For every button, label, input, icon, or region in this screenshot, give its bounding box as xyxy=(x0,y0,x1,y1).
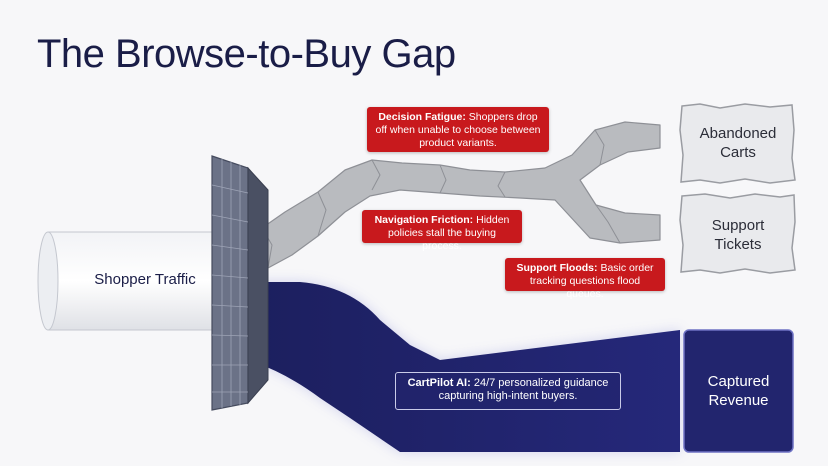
support-floods-text: Basic order tracking questions flood que… xyxy=(529,262,654,300)
support-line-2: Tickets xyxy=(714,236,762,253)
shopper-traffic-pipe xyxy=(37,231,241,331)
captured-line-2: Revenue xyxy=(708,392,769,409)
shopper-traffic-label: Shopper Traffic xyxy=(60,270,230,289)
navigation-friction-text: Hidden policies stall the buying process… xyxy=(388,214,510,252)
cartpilot-ai-title: CartPilot AI: xyxy=(407,377,471,389)
abandoned-line-1: Abandoned xyxy=(699,125,777,142)
abandoned-carts-box xyxy=(679,103,796,184)
navigation-friction-title: Navigation Friction: xyxy=(374,214,474,226)
page-title: The Browse-to-Buy Gap xyxy=(37,32,456,76)
leak-flows xyxy=(249,121,661,269)
decision-fatigue-text: Shoppers drop off when unable to choose … xyxy=(375,111,541,149)
captured-line-1: Captured xyxy=(707,373,770,390)
filter-wall xyxy=(211,155,269,411)
abandoned-line-2: Carts xyxy=(720,144,756,161)
support-floods-title: Support Floods: xyxy=(516,262,598,274)
support-tickets-label: Support Tickets xyxy=(682,216,794,254)
cartpilot-ai-text: 24/7 personalized guidance capturing hig… xyxy=(438,377,609,402)
captured-revenue-label: Captured Revenue xyxy=(684,372,793,410)
shopper-traffic-text: Shopper Traffic xyxy=(94,271,196,288)
cartpilot-ai-callout: CartPilot AI: 24/7 personalized guidance… xyxy=(395,372,621,410)
abandoned-carts-label: Abandoned Carts xyxy=(682,124,794,162)
decision-fatigue-callout: Decision Fatigue: Shoppers drop off when… xyxy=(367,107,549,152)
captured-revenue-box xyxy=(683,329,794,453)
navigation-friction-callout: Navigation Friction: Hidden policies sta… xyxy=(362,210,522,252)
support-floods-callout: Support Floods: Basic order tracking que… xyxy=(505,258,665,300)
support-tickets-box xyxy=(679,193,796,274)
captured-flow xyxy=(248,282,680,452)
decision-fatigue-title: Decision Fatigue: xyxy=(378,111,466,123)
support-line-1: Support xyxy=(711,217,765,234)
